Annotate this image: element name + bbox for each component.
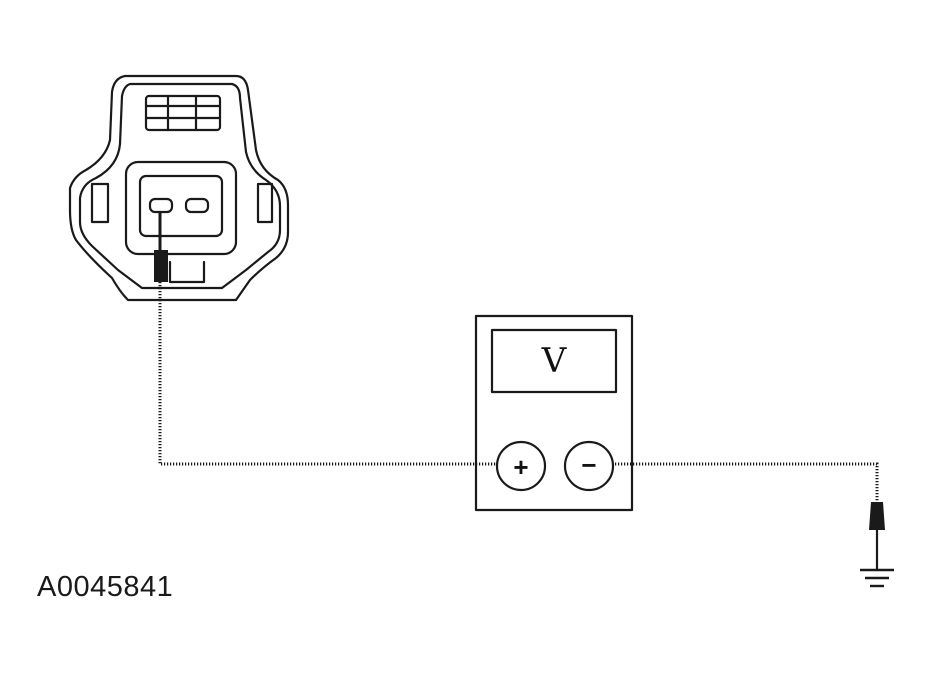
voltmeter-display-label: V	[541, 341, 568, 381]
connector-left-tab	[90, 182, 110, 224]
positive-terminal-label: +	[513, 452, 528, 482]
connector-probe	[154, 212, 168, 282]
positive-terminal	[495, 440, 547, 492]
connector-right-tab	[256, 182, 274, 224]
connector-outer-shell	[68, 74, 290, 302]
ground-probe-tip	[869, 502, 885, 530]
voltmeter-display	[490, 328, 618, 394]
ground-probe	[869, 502, 885, 570]
connector-pin-1	[148, 197, 174, 214]
ground-icon	[860, 568, 894, 588]
wire-negative	[612, 462, 879, 502]
connector-pin-2	[184, 197, 210, 214]
connector	[68, 74, 290, 302]
probe-tip	[154, 250, 168, 282]
negative-terminal-label: −	[581, 450, 596, 480]
negative-terminal	[563, 440, 615, 492]
wire-positive	[158, 282, 498, 466]
voltmeter-body	[474, 314, 634, 512]
connector-pin-housing-outer	[124, 160, 238, 256]
connector-latch	[144, 94, 222, 132]
voltmeter: V + −	[474, 314, 634, 512]
connector-inner-shell	[78, 82, 282, 290]
connector-pin-housing-inner	[138, 174, 224, 238]
figure-id: A0045841	[37, 571, 174, 603]
